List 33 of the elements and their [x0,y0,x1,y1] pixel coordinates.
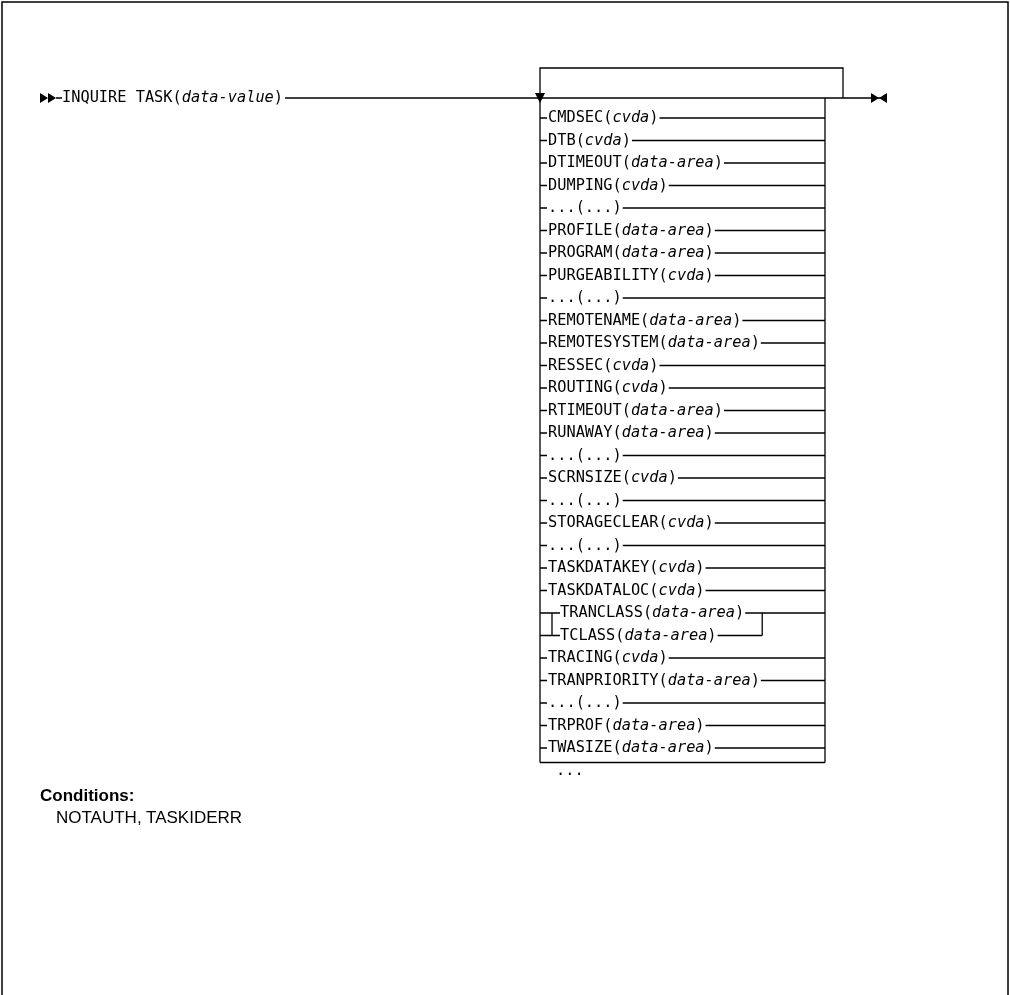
option-keyword: TRANCLASS(data-area) [560,602,745,622]
option-keyword: TRANPRIORITY(data-area) [548,669,760,690]
option-keyword: RUNAWAY(data-area) [548,422,714,442]
option-keyword: ...(...) [548,197,622,217]
condition-list: NOTAUTH, TASKIDERR [56,808,243,828]
option-keyword: ...(...) [548,692,622,712]
option-keyword: DUMPING(cvda) [548,174,668,195]
option-keyword: TRACING(cvda) [548,647,668,667]
option-keyword: STORAGECLEAR(cvda) [548,512,714,532]
option-keyword: REMOTENAME(data-area) [548,309,742,330]
option-keyword: TCLASS(data-area) [560,624,717,645]
option-keyword: CMDSEC(cvda) [548,107,659,127]
option-keyword: ...(...) [548,444,622,465]
option-keyword: DTIMEOUT(data-area) [548,152,723,172]
option-keyword: PURGEABILITY(cvda) [548,264,714,285]
option-keyword: TASKDATALOC(cvda) [548,579,705,600]
option-keyword: SCRNSIZE(cvda) [548,467,677,487]
option-keyword: ... [556,759,584,780]
option-keyword: ...(...) [548,287,622,307]
option-keyword: TASKDATAKEY(cvda) [548,557,705,577]
option-keyword: ...(...) [548,489,622,510]
option-keyword: PROGRAM(data-area) [548,242,714,262]
option-keyword: TRPROF(data-area) [548,714,705,735]
option-keyword: REMOTESYSTEM(data-area) [548,332,760,352]
option-keyword: PROFILE(data-area) [548,219,714,240]
option-keyword: TWASIZE(data-area) [548,737,714,757]
option-keyword: ...(...) [548,534,622,555]
option-keyword: ROUTING(cvda) [548,377,668,397]
option-keyword: DTB(cvda) [548,129,631,150]
section-heading: Conditions: [40,786,135,806]
option-keyword: RTIMEOUT(data-area) [548,399,723,420]
option-keyword: RESSEC(cvda) [548,354,659,375]
command-keyword: INQUIRE TASK(data-value) [62,87,284,107]
